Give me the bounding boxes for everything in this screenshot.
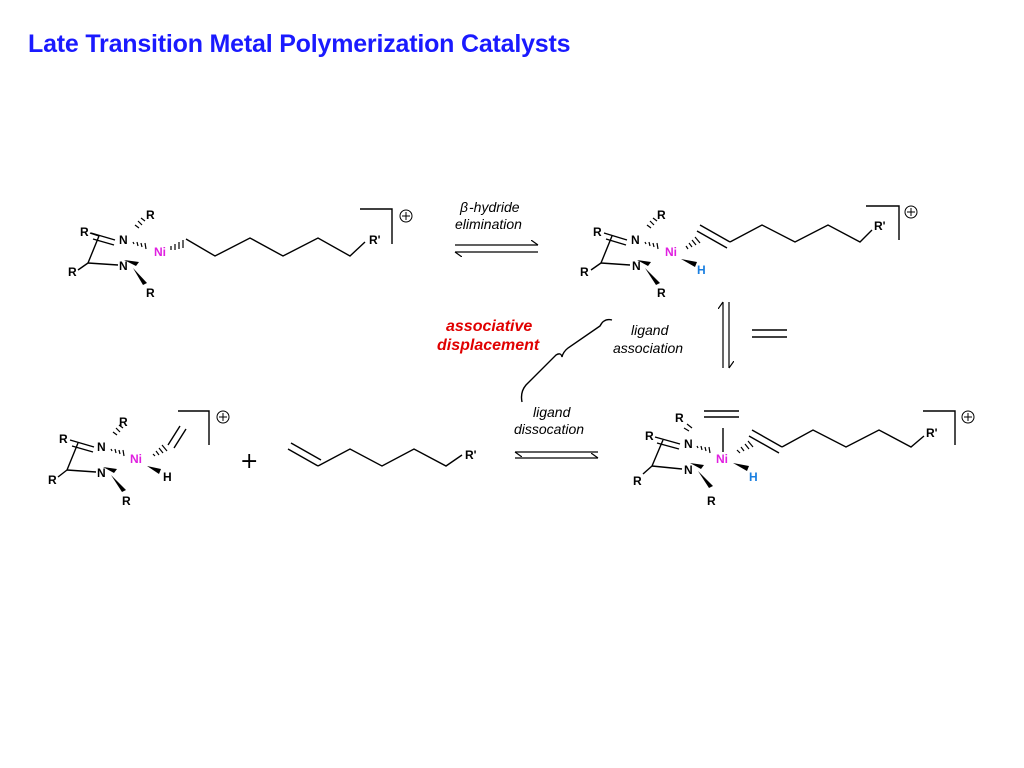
hash-bond — [132, 217, 184, 250]
alkyl-nickel-complex: R R N Ni N R R R' — [68, 208, 413, 300]
wedge-bond — [637, 260, 651, 266]
ligand-association-label-2: association — [613, 340, 683, 356]
r-label: R — [657, 208, 666, 222]
ni-label: Ni — [154, 245, 166, 259]
alkyl-chain — [185, 237, 366, 257]
n-label: N — [632, 259, 641, 273]
r-label: R — [657, 286, 666, 300]
wedge-bond — [690, 463, 704, 469]
n-label: N — [631, 233, 640, 247]
olefin-chain — [729, 224, 873, 243]
hash-bond — [110, 424, 168, 457]
wedge-bond — [681, 259, 697, 267]
diimine-ligand-bonds — [642, 436, 683, 475]
beta-symbol: β — [459, 199, 468, 215]
beta-hydride-label: -hydride — [469, 199, 520, 215]
r-label: R — [146, 208, 155, 222]
wedge-bond — [733, 463, 749, 471]
associative-label: associative — [446, 318, 532, 335]
diimine-ligand-bonds — [57, 439, 97, 478]
n-label: N — [684, 463, 693, 477]
associative-displacement-note: associative displacement — [437, 318, 613, 403]
r-label: R — [48, 473, 57, 487]
wedge-bond — [111, 475, 126, 492]
diimine-ligand-bonds — [77, 232, 119, 271]
hash-bond — [683, 423, 754, 454]
r-label: R — [675, 411, 684, 425]
r-label: R — [707, 494, 716, 508]
r-label: R — [645, 429, 654, 443]
beta-hydride-elimination-step: β -hydride elimination — [455, 199, 538, 252]
wedge-bond — [147, 466, 161, 474]
n-label: N — [97, 466, 106, 480]
ligand-dissociation-label-2: dissocation — [514, 421, 584, 437]
n-label: N — [97, 440, 106, 454]
positive-charge-icon — [216, 410, 230, 424]
five-coordinate-complex: R R N Ni N H R R R' — [633, 410, 975, 508]
n-label: N — [119, 259, 128, 273]
cation-bracket — [923, 410, 956, 445]
cation-bracket — [866, 205, 900, 240]
ethylene-hydride-complex: R R N Ni N H R R — [48, 410, 230, 508]
hydride-olefin-complex: R R N Ni N H R R R' — [580, 205, 918, 300]
ethylene-ligand — [167, 425, 181, 446]
cation-bracket — [360, 208, 393, 244]
ligand-dissociation-step: ligand dissocation — [514, 404, 598, 459]
r-prime-label: R' — [369, 233, 381, 247]
wedge-bond — [698, 471, 713, 488]
released-olefin: R' — [287, 442, 477, 467]
r-label: R — [80, 225, 89, 239]
slide-title: Late Transition Metal Polymerization Cat… — [28, 30, 571, 58]
r-prime-label: R' — [926, 426, 938, 440]
hydride-label: H — [697, 263, 706, 277]
r-label: R — [146, 286, 155, 300]
n-label: N — [684, 437, 693, 451]
plus-sign: + — [240, 449, 258, 474]
ni-label: Ni — [716, 452, 728, 466]
r-label: R — [119, 415, 128, 429]
hydride-label: H — [749, 470, 758, 484]
wedge-bond — [103, 467, 117, 473]
olefin-chain — [781, 429, 925, 448]
positive-charge-icon — [904, 205, 918, 219]
cation-bracket — [178, 410, 210, 445]
n-label: N — [119, 233, 128, 247]
r-label: R — [633, 474, 642, 488]
r-label: R — [59, 432, 68, 446]
positive-charge-icon — [961, 410, 975, 424]
ni-label: Ni — [130, 452, 142, 466]
wedge-bond — [133, 268, 147, 285]
diimine-ligand-bonds — [590, 232, 631, 271]
ligand-association-label-1: ligand — [631, 322, 670, 338]
positive-charge-icon — [399, 209, 413, 223]
r-label: R — [122, 494, 131, 508]
elimination-label: elimination — [455, 216, 522, 232]
ligand-association-step: ligand association — [613, 302, 787, 368]
r-label: R — [580, 265, 589, 279]
hydride-label: H — [163, 470, 172, 484]
ligand-dissociation-label-1: ligand — [533, 404, 572, 420]
wedge-bond — [645, 268, 660, 285]
r-label: R — [593, 225, 602, 239]
olefin-chain — [317, 448, 463, 467]
r-label: R — [68, 265, 77, 279]
r-prime-label: R' — [465, 448, 477, 462]
curly-brace — [520, 318, 613, 403]
wedge-bond — [124, 260, 139, 266]
hash-bond — [644, 217, 701, 250]
ni-label: Ni — [665, 245, 677, 259]
displacement-label: displacement — [437, 337, 540, 354]
r-prime-label: R' — [874, 219, 886, 233]
